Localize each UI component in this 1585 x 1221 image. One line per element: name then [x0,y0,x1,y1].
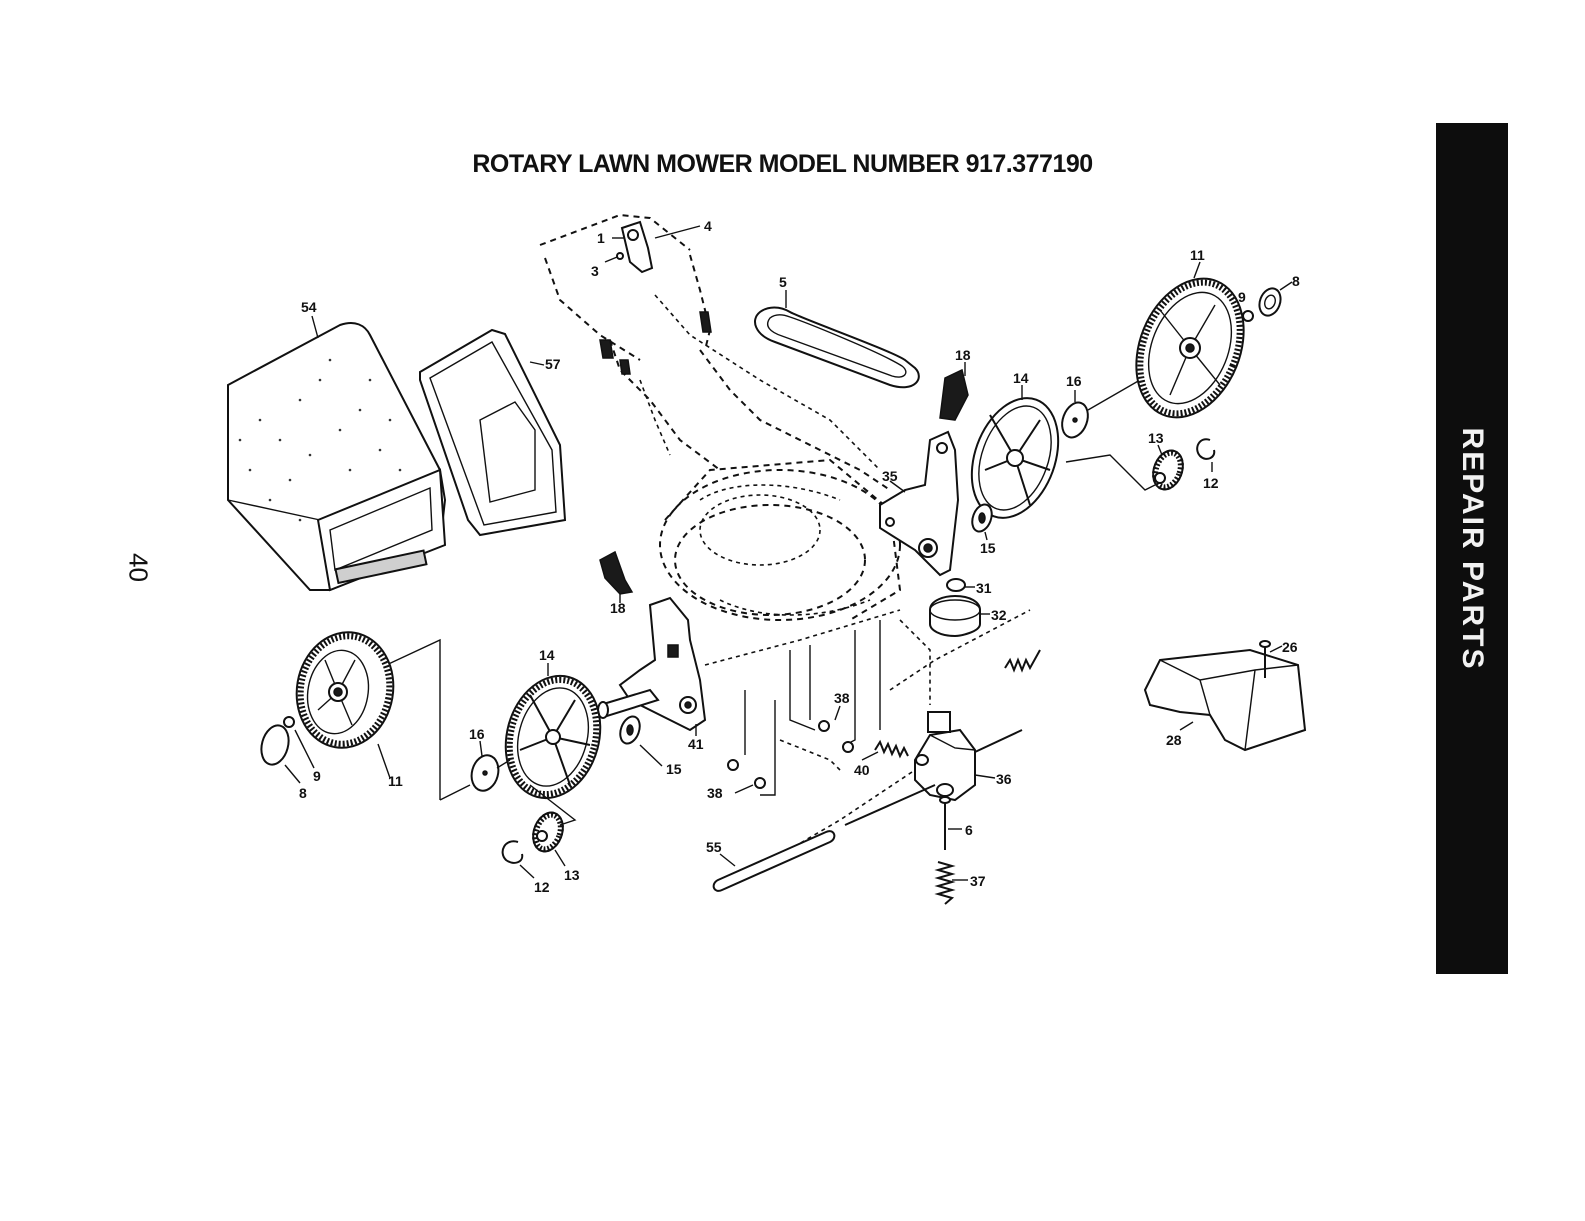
callout-12-left: 12 [534,879,550,895]
gear-line-right [1066,455,1155,490]
left-wheel-shield [600,552,632,594]
leader-9-left [295,730,314,768]
callout-16-right: 16 [1066,373,1082,389]
callout-37: 37 [970,873,986,889]
callout-16-left: 16 [469,726,485,742]
leader-40 [862,752,878,760]
left-drive-wheel-14 [493,665,614,809]
spring-upper [1005,650,1040,670]
callout-18-left: 18 [610,600,626,616]
callout-4: 4 [704,218,712,234]
bag-rod-55 [714,831,835,891]
left-axle-bracket [598,598,705,730]
nut-38-upper [819,721,829,731]
leader-8-right [1280,282,1292,290]
nut-38-lower-left [728,760,738,770]
left-gear-13 [528,808,568,855]
left-e-ring-12 [503,841,523,863]
blade-bolt-31 [947,579,965,591]
transmission-shaft-lower [845,785,935,825]
callout-38-upper: 38 [834,690,850,706]
leader-15-left [640,745,662,766]
leader-36 [975,775,995,778]
callout-18-right: 18 [955,347,971,363]
right-drive-wheel-14 [956,386,1074,530]
blade-adapter-32 [930,596,980,636]
callout-8-left: 8 [299,785,307,801]
mower-deck [660,460,900,620]
callout-55: 55 [706,839,722,855]
callout-40: 40 [854,762,870,778]
callout-26: 26 [1282,639,1298,655]
callout-8-right: 8 [1292,273,1300,289]
left-washer-16 [468,752,502,794]
callout-35: 35 [882,468,898,484]
right-washer-16 [1058,399,1093,441]
left-bearing-15 [617,714,643,746]
callout-14-right: 14 [1013,370,1029,386]
leader-57 [530,362,544,365]
callout-6: 6 [965,822,973,838]
callout-28: 28 [1166,732,1182,748]
callout-1: 1 [597,230,605,246]
leader-16-left [480,741,482,756]
right-hubcap-8 [1256,285,1284,318]
leader-54 [312,316,318,338]
axle-line-right [1088,380,1140,410]
leader-11-right [1194,262,1200,278]
callout-3: 3 [591,263,599,279]
leader-55 [720,854,735,866]
callout-38-lower: 38 [707,785,723,801]
leader-12-left [520,865,534,878]
callout-13-right: 13 [1148,430,1164,446]
callout-41: 41 [688,736,704,752]
right-axle-bracket [880,432,958,575]
callout-31: 31 [976,580,992,596]
drive-shaft-6 [940,797,950,850]
spring-40 [875,742,908,756]
callout-9-left: 9 [313,768,321,784]
callout-57: 57 [545,356,561,372]
leader-8-left [285,765,300,783]
leader-13-left [555,850,565,866]
drive-belt [755,308,919,388]
right-nut-9 [1243,311,1253,321]
right-wheel-shield [940,370,968,420]
callout-11-left: 11 [388,773,403,789]
grass-catcher-bag [228,323,445,590]
shaft-spring-37 [938,862,952,904]
callout-14-left: 14 [539,647,555,663]
callout-54: 54 [301,299,317,315]
callout-15-left: 15 [666,761,682,777]
transmission-shaft-upper [975,730,1022,752]
transmission-36 [915,712,975,800]
nut-38-lower-right [755,778,765,788]
leader-38-lower [735,785,753,793]
left-hubcap-8 [257,722,292,767]
callout-32: 32 [991,607,1007,623]
leader-28 [1180,722,1193,730]
callout-5: 5 [779,274,787,290]
callout-12-right: 12 [1203,475,1219,491]
leader-38-upper [835,706,840,720]
leader-15-right [985,532,987,540]
callout-9-right: 9 [1238,289,1246,305]
right-gear-13 [1148,446,1188,493]
callout-15-right: 15 [980,540,996,556]
leader-13-right [1158,445,1162,455]
left-rear-wheel-11 [288,625,403,756]
leader-26 [1270,646,1282,652]
nut-38-middle [843,742,853,752]
transmission-leader-lines [745,610,1030,855]
callout-36: 36 [996,771,1012,787]
callout-11-right: 11 [1190,247,1205,263]
callout-13-left: 13 [564,867,580,883]
left-nut-9 [284,717,294,727]
handle-control-lever [622,222,652,272]
right-e-ring-12 [1197,439,1214,459]
